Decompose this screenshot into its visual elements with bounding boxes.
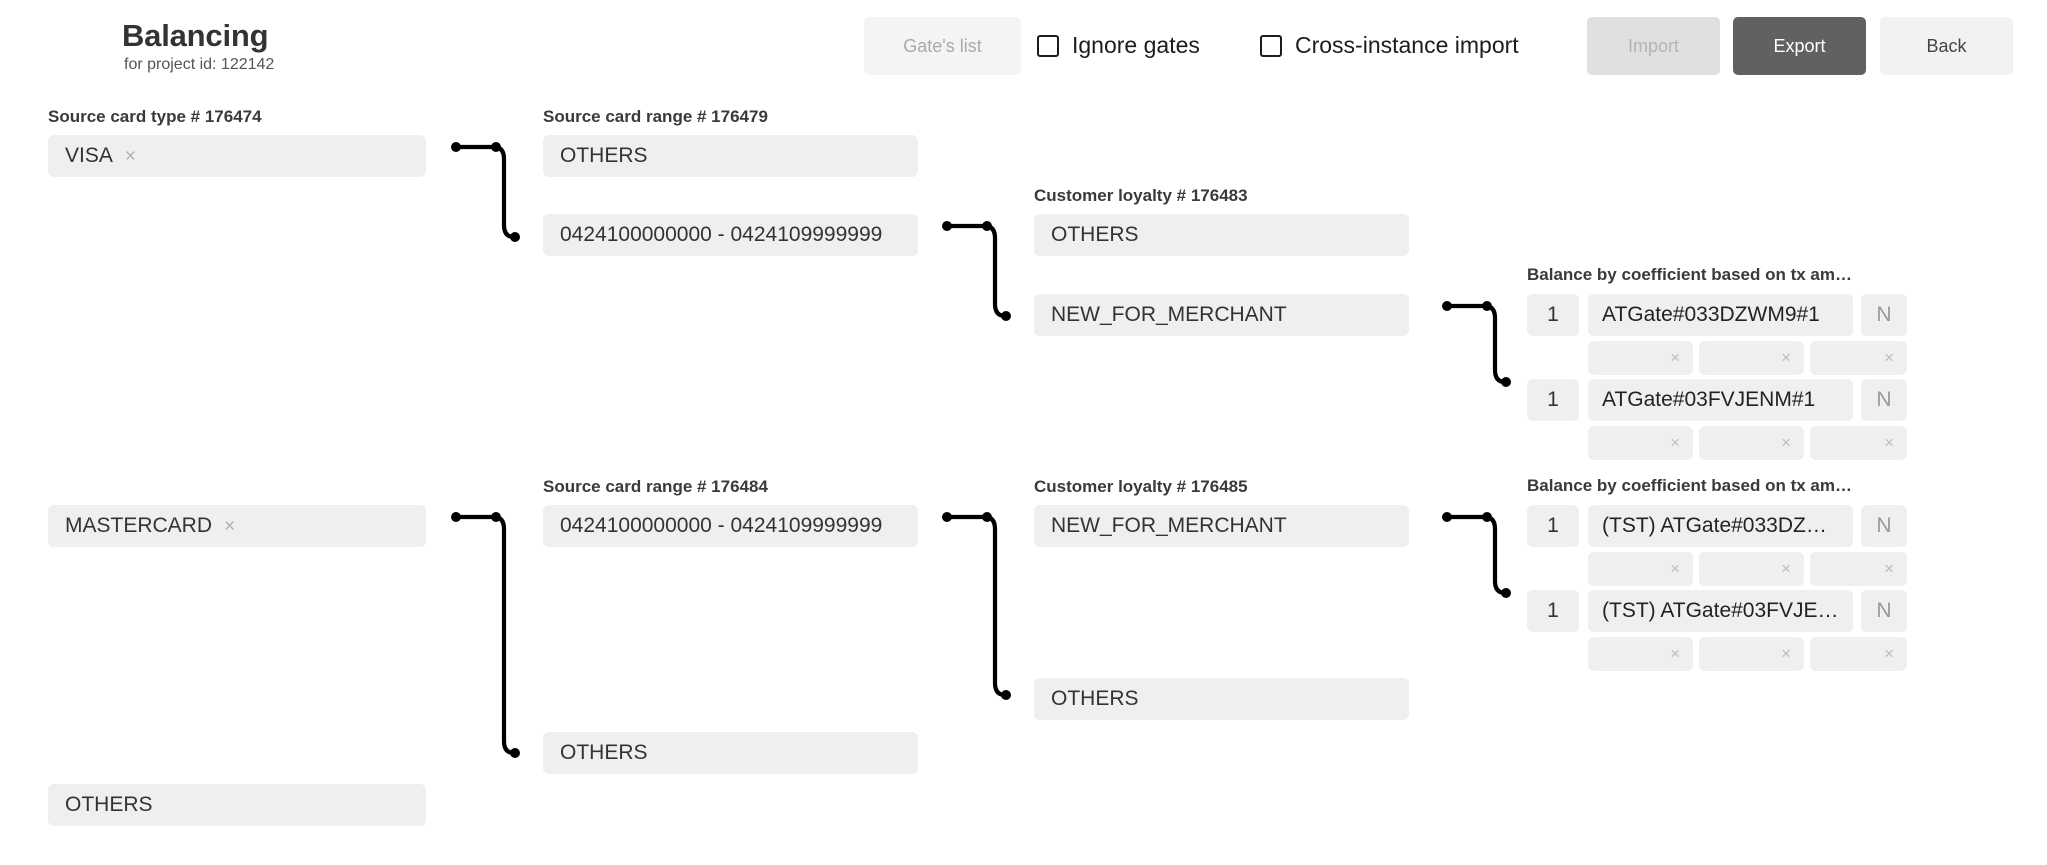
source-card-range-1-item-others[interactable]: OTHERS — [543, 135, 918, 177]
source-card-type-chip-others[interactable]: OTHERS — [48, 784, 426, 826]
page-title: Balancing — [122, 18, 269, 53]
balance-1-gate-1-flag[interactable]: N — [1861, 379, 1907, 421]
balance-2-gate-1-sub-0[interactable]: × — [1588, 637, 1693, 671]
customer-loyalty-1-item-others[interactable]: OTHERS — [1034, 214, 1409, 256]
connector-range1-loyalty1 — [942, 221, 1011, 321]
remove-icon[interactable]: × — [224, 515, 236, 537]
chip-value: OTHERS — [1051, 687, 1139, 710]
balance-1-gate-0-name[interactable]: ATGate#033DZWM9#1 — [1588, 294, 1853, 336]
balance-2-gate-0-sub-1[interactable]: × — [1699, 552, 1804, 586]
balance-2-gate-0-sub-2[interactable]: × — [1810, 552, 1907, 586]
cross-instance-import-checkbox[interactable] — [1260, 34, 1282, 57]
balance-1-gate-0-coefficient[interactable]: 1 — [1527, 294, 1579, 336]
back-button[interactable]: Back — [1880, 17, 2013, 75]
balance-1-label: Balance by coefficient based on tx am… — [1527, 265, 1852, 284]
customer-loyalty-2-label: Customer loyalty # 176485 — [1034, 477, 1248, 496]
export-button[interactable]: Export — [1733, 17, 1866, 75]
balance-1-gate-0-sub-1[interactable]: × — [1699, 341, 1804, 375]
chip-value: OTHERS — [560, 741, 648, 764]
connector-cardtype-mastercard — [451, 512, 520, 758]
chip-value: 0424100000000 - 0424109999999 — [560, 223, 883, 246]
customer-loyalty-1-label: Customer loyalty # 176483 — [1034, 186, 1248, 205]
connector-cardtype-visa — [451, 142, 520, 242]
source-card-range-1-label: Source card range # 176479 — [543, 107, 768, 126]
connector-loyalty1-balance1 — [1442, 301, 1511, 387]
chip-value: OTHERS — [560, 144, 648, 167]
customer-loyalty-2-item-others[interactable]: OTHERS — [1034, 678, 1409, 720]
balance-2-gate-1-sub-1[interactable]: × — [1699, 637, 1804, 671]
chip-value: 0424100000000 - 0424109999999 — [560, 514, 883, 537]
balance-1-gate-1-name[interactable]: ATGate#03FVJENM#1 — [1588, 379, 1853, 421]
source-card-type-chip-visa[interactable]: VISA × — [48, 135, 426, 177]
source-card-range-1-item-range[interactable]: 0424100000000 - 0424109999999 — [543, 214, 918, 256]
source-card-range-2-label: Source card range # 176484 — [543, 477, 768, 496]
chip-value: OTHERS — [65, 793, 153, 816]
balance-2-gate-0-coefficient[interactable]: 1 — [1527, 505, 1579, 547]
source-card-range-2-item-range[interactable]: 0424100000000 - 0424109999999 — [543, 505, 918, 547]
ignore-gates-checkbox-row[interactable]: Ignore gates — [1037, 32, 1200, 59]
chip-value: NEW_FOR_MERCHANT — [1051, 303, 1287, 326]
balance-1-gate-0-sub-0[interactable]: × — [1588, 341, 1693, 375]
customer-loyalty-2-item-new-for-merchant[interactable]: NEW_FOR_MERCHANT — [1034, 505, 1409, 547]
connector-loyalty2-balance2 — [1442, 512, 1511, 598]
ignore-gates-label: Ignore gates — [1072, 32, 1200, 58]
import-button[interactable]: Import — [1587, 17, 1720, 75]
remove-icon[interactable]: × — [124, 145, 136, 167]
balance-2-gate-0-name[interactable]: (TST) ATGate#033DZ… — [1588, 505, 1853, 547]
chip-value: MASTERCARD — [65, 514, 213, 537]
balance-2-gate-1-flag[interactable]: N — [1861, 590, 1907, 632]
chip-value: NEW_FOR_MERCHANT — [1051, 514, 1287, 537]
balance-2-gate-0-flag[interactable]: N — [1861, 505, 1907, 547]
balance-1-gate-1-sub-0[interactable]: × — [1588, 426, 1693, 460]
balance-2-gate-1-sub-2[interactable]: × — [1810, 637, 1907, 671]
balance-2-gate-1-coefficient[interactable]: 1 — [1527, 590, 1579, 632]
source-card-range-2-item-others[interactable]: OTHERS — [543, 732, 918, 774]
balance-1-gate-1-sub-2[interactable]: × — [1810, 426, 1907, 460]
balance-1-gate-1-sub-1[interactable]: × — [1699, 426, 1804, 460]
gates-list-button[interactable]: Gate's list — [864, 17, 1021, 75]
customer-loyalty-1-item-new-for-merchant[interactable]: NEW_FOR_MERCHANT — [1034, 294, 1409, 336]
chip-value: VISA — [65, 144, 113, 167]
source-card-type-label: Source card type # 176474 — [48, 107, 262, 126]
balance-2-gate-1-name[interactable]: (TST) ATGate#03FVJE… — [1588, 590, 1853, 632]
ignore-gates-checkbox[interactable] — [1037, 34, 1059, 57]
balance-1-gate-0-flag[interactable]: N — [1861, 294, 1907, 336]
cross-instance-import-checkbox-row[interactable]: Cross-instance import — [1260, 32, 1519, 59]
connector-range2-loyalty2 — [942, 512, 1011, 700]
chip-value: OTHERS — [1051, 223, 1139, 246]
balance-1-gate-1-coefficient[interactable]: 1 — [1527, 379, 1579, 421]
source-card-type-chip-mastercard[interactable]: MASTERCARD × — [48, 505, 426, 547]
balance-2-gate-0-sub-0[interactable]: × — [1588, 552, 1693, 586]
balance-1-gate-0-sub-2[interactable]: × — [1810, 341, 1907, 375]
cross-instance-import-label: Cross-instance import — [1295, 32, 1519, 58]
balance-2-label: Balance by coefficient based on tx am… — [1527, 476, 1852, 495]
page-subtitle: for project id: 122142 — [124, 56, 275, 73]
